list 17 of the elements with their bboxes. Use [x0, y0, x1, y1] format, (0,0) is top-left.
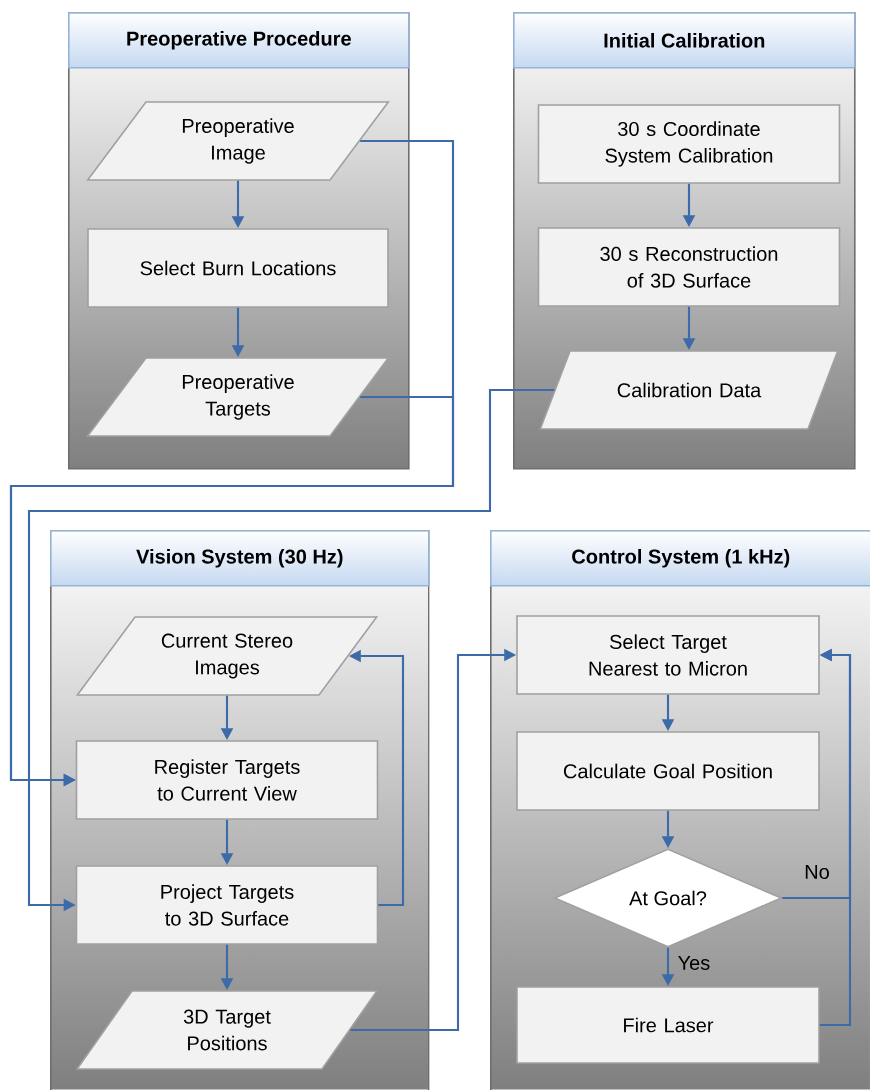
process-box: 30 s Reconstruction of 3D Surface [537, 227, 841, 307]
panel-header: Preoperative Procedure [68, 12, 410, 69]
process-box: 30 s Coordinate System Calibration [537, 104, 841, 184]
edge-label: No [805, 865, 829, 879]
process-box: Fire Laser [516, 986, 820, 1064]
process-box: Register Targets to Current View [75, 740, 379, 820]
process-box: Select Burn Locations [87, 228, 389, 308]
panel-header: Initial Calibration [513, 12, 856, 69]
panel-header: Vision System (30 Hz) [50, 530, 430, 587]
edge-label: Yes [678, 956, 710, 970]
process-box: Project Targets to 3D Surface [75, 865, 379, 945]
data-parallelogram: Preoperative Targets [86, 357, 390, 437]
panel-header: Control System (1 kHz) [490, 530, 870, 587]
data-parallelogram: Preoperative Image [86, 101, 390, 181]
data-parallelogram: Calibration Data [539, 350, 839, 430]
process-box: Calculate Goal Position [516, 731, 820, 811]
process-box: Select Target Nearest to Micron [516, 615, 820, 695]
